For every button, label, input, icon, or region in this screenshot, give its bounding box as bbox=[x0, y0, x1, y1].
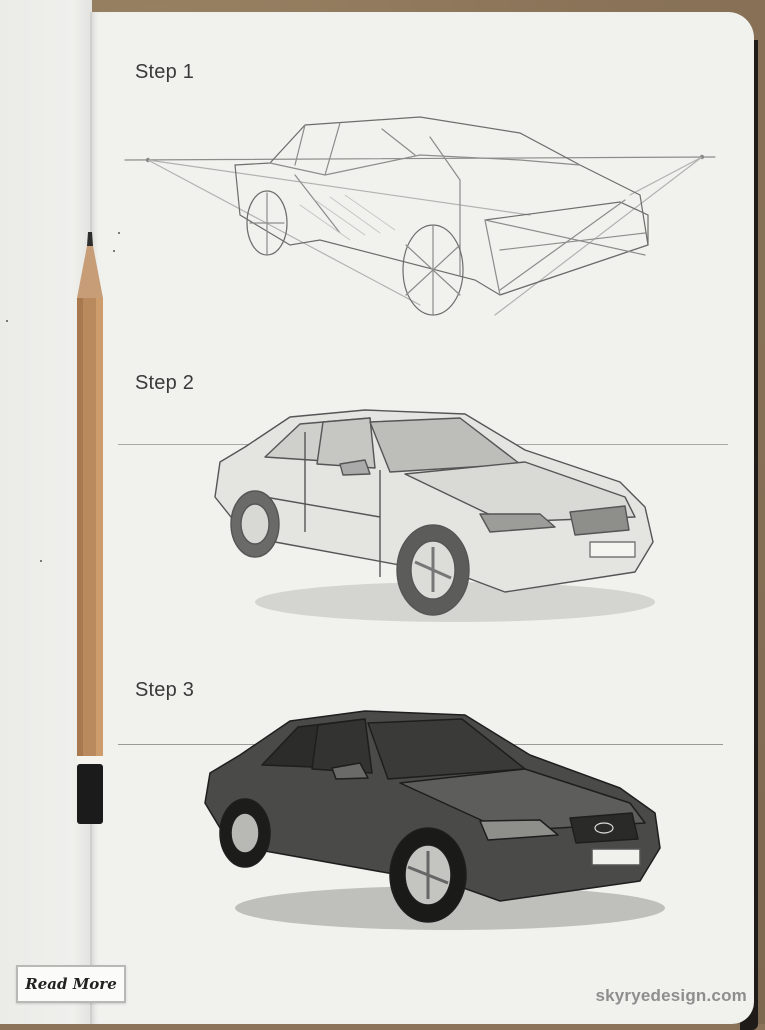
step-1-drawing bbox=[120, 105, 720, 320]
graphite-speck bbox=[118, 232, 120, 234]
read-more-label: Read More bbox=[25, 975, 117, 993]
graphite-speck bbox=[6, 320, 8, 322]
step-2-drawing bbox=[205, 402, 665, 627]
step-2-label: Step 2 bbox=[135, 372, 195, 394]
step-1-label: Step 1 bbox=[135, 61, 195, 83]
step-3-drawing bbox=[200, 703, 670, 933]
step-3-label: Step 3 bbox=[135, 679, 195, 701]
read-more-button[interactable]: Read More bbox=[16, 965, 126, 1003]
graphite-speck bbox=[40, 560, 42, 562]
notebook-left-page bbox=[0, 0, 92, 1024]
pencil bbox=[74, 232, 106, 826]
graphite-speck bbox=[113, 250, 115, 252]
site-watermark: skyryedesign.com bbox=[595, 986, 747, 1005]
